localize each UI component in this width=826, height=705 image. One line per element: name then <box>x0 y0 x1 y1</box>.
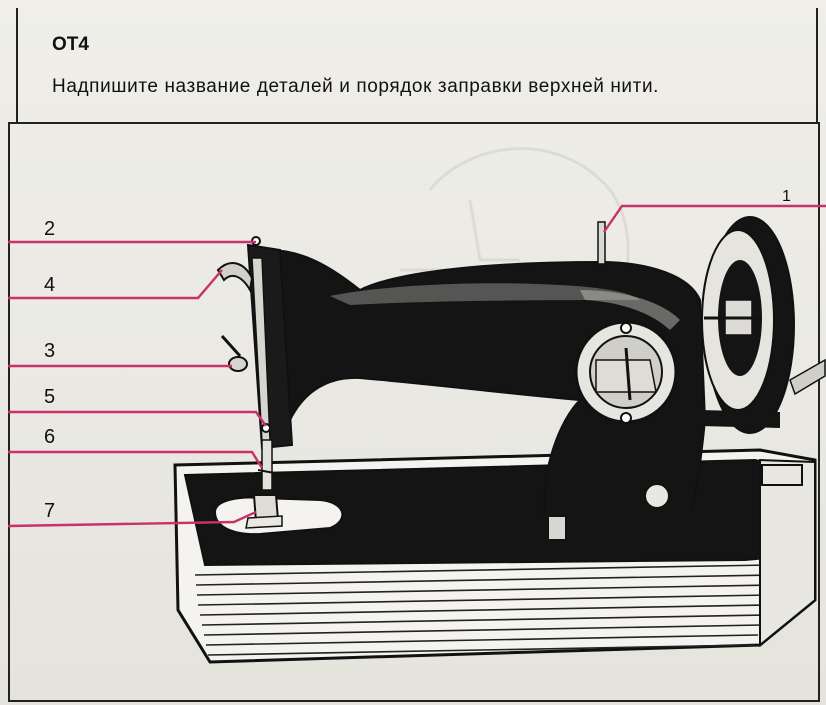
callout-1: 1 <box>782 188 791 205</box>
leader-line-4 <box>8 269 223 300</box>
handwheel <box>700 216 826 434</box>
spool-pin <box>597 221 606 265</box>
stitch-button <box>644 483 670 509</box>
callout-7: 7 <box>44 500 56 522</box>
callout-6: 6 <box>44 426 56 448</box>
callout-5: 5 <box>44 386 56 408</box>
leader-lines <box>7 204 826 528</box>
dial-window <box>574 320 678 424</box>
task-code: ОТ4 <box>52 34 89 55</box>
task-header <box>16 8 818 124</box>
leader-line-6 <box>8 450 264 469</box>
leader-line-1 <box>603 204 826 233</box>
leader-line-5 <box>8 410 267 427</box>
callout-3: 3 <box>44 340 56 362</box>
callout-4: 4 <box>44 274 56 296</box>
callout-2: 2 <box>44 218 56 240</box>
leader-line-7 <box>7 510 257 528</box>
front-mechanism <box>216 236 283 529</box>
task-instruction: Надпишите название деталей и порядок зап… <box>52 76 660 97</box>
